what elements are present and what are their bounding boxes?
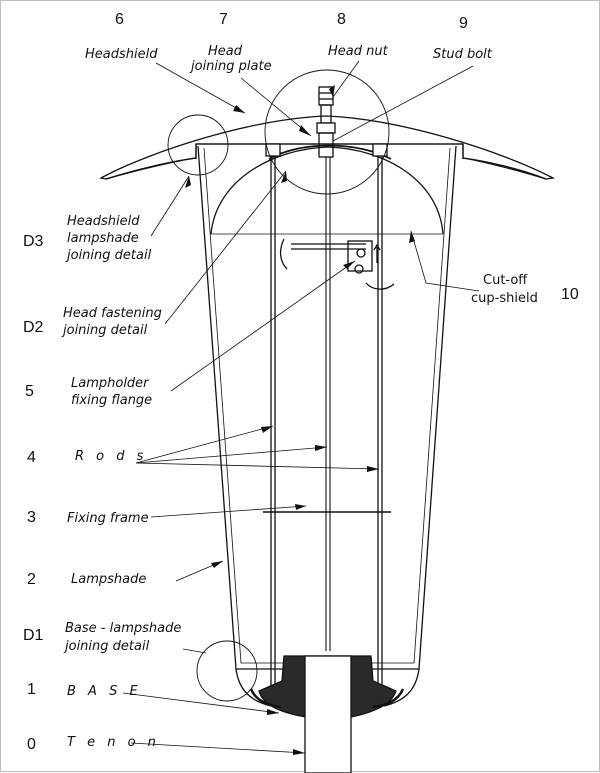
detail-circle-base <box>196 640 258 702</box>
tenon <box>304 655 352 773</box>
leader-base-detail <box>182 648 207 654</box>
label-number-5: 5 <box>25 383 34 400</box>
cutoff-cup-shield <box>210 146 444 235</box>
label-number-9: 9 <box>459 15 468 32</box>
label-D3: D3 <box>23 233 44 250</box>
label-lampholder-line1: Lampholder <box>71 376 149 391</box>
label-number-3: 3 <box>27 509 36 526</box>
label-number-7: 7 <box>219 11 228 28</box>
lampshade-outline <box>197 145 457 670</box>
label-head-joining-plate-line2: joining plate <box>191 59 272 74</box>
label-cutoff-line1: Cut-off <box>483 273 528 288</box>
detail-circle-head <box>264 69 390 195</box>
detail-circle-headshield <box>167 114 229 176</box>
label-head-joining-plate-line1: Head <box>208 44 242 59</box>
label-head-fastening-line1: Head fastening <box>63 306 162 321</box>
leader-rods-1 <box>135 425 274 464</box>
label-headshield-detail-line2: lampshade <box>67 231 139 246</box>
label-number-6: 6 <box>115 11 124 28</box>
label-headshield: Headshield <box>85 47 158 62</box>
leader-tenon <box>130 742 306 754</box>
leader-head-fastening <box>164 170 287 325</box>
label-D1: D1 <box>23 627 44 644</box>
label-number-2: 2 <box>27 571 36 588</box>
label-head-nut: Head nut <box>328 44 388 59</box>
label-number-8: 8 <box>337 11 346 28</box>
leader-head-joining <box>240 77 312 137</box>
label-number-10: 10 <box>561 286 579 303</box>
label-D2: D2 <box>23 319 44 336</box>
label-lampholder-line2: fixing flange <box>71 393 153 408</box>
label-fixing-frame: Fixing frame <box>67 511 149 526</box>
label-number-0: 0 <box>27 736 36 753</box>
leader-headshield-detail <box>150 175 190 237</box>
label-lampshade: Lampshade <box>71 572 147 587</box>
label-rods: R o d s <box>75 449 148 464</box>
leader-head-nut <box>332 60 360 98</box>
label-number-1: 1 <box>27 681 36 698</box>
leader-headshield <box>155 62 246 114</box>
label-stud-bolt: Stud bolt <box>433 47 492 62</box>
leader-stud-bolt <box>332 65 474 142</box>
label-tenon: T e n o n <box>67 735 160 750</box>
headshield-underside <box>105 157 197 180</box>
leader-fixing-frame <box>150 505 307 518</box>
label-base-detail-line2: joining detail <box>65 639 150 654</box>
label-headshield-detail-line1: Headshield <box>67 214 140 229</box>
label-head-fastening-line2: joining detail <box>63 323 148 338</box>
label-number-4: 4 <box>27 449 36 466</box>
label-base: B A S E <box>67 684 142 699</box>
leader-cutoff <box>410 230 480 292</box>
label-cutoff-line2: cup-shield <box>471 291 538 306</box>
label-base-detail-line1: Base - lampshade <box>65 621 182 636</box>
leader-lampholder <box>170 260 356 392</box>
label-headshield-detail-line3: joining detail <box>67 248 152 263</box>
leader-rods-2 <box>135 446 328 464</box>
leader-base <box>122 692 280 714</box>
